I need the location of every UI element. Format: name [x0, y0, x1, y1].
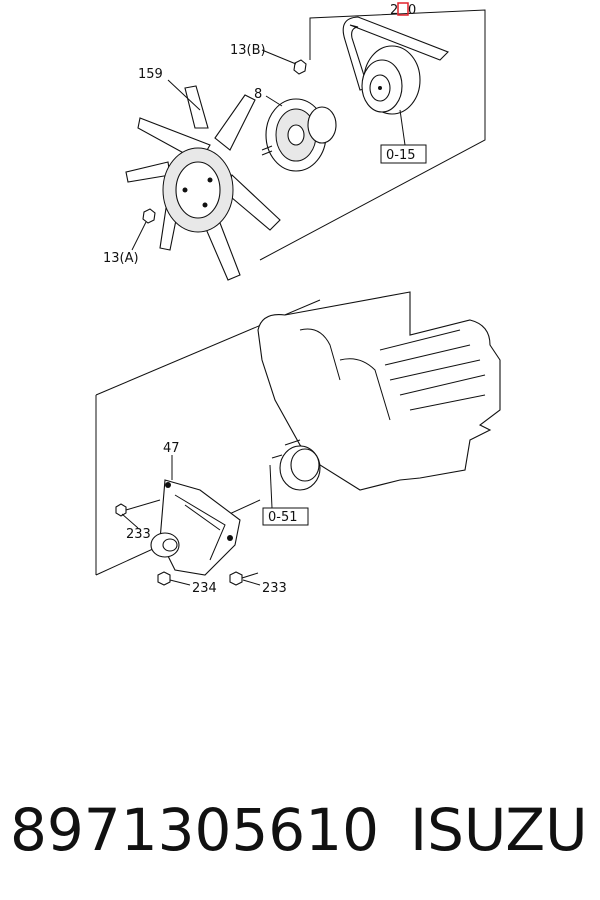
ref-box-o15 [380, 144, 427, 164]
label-13b: 13(B) [230, 43, 266, 58]
leader-233a [121, 513, 139, 529]
leader-o51 [269, 464, 273, 509]
fan-clutch [261, 98, 337, 172]
bolt-233-right [229, 571, 259, 586]
label-8: 8 [254, 87, 262, 102]
label-234: 234 [192, 581, 217, 596]
footer: 8971305610 ISUZU [0, 780, 600, 880]
ref-box-o51 [262, 507, 309, 526]
water-pump [150, 479, 241, 576]
parts-exploded-diagram: 2 0 13(B) 159 8 13(A) 47 233 234 233 0-1… [95, 2, 501, 596]
ref-label-o15: 0-15 [386, 148, 416, 163]
engine-block [257, 291, 501, 491]
ref-label-o51: 0-51 [268, 510, 298, 525]
leader-159 [167, 79, 201, 111]
label-250-prefix: 2 [390, 3, 398, 18]
highlight-box [397, 2, 409, 16]
nut-13b [293, 59, 307, 75]
cooling-fan [125, 85, 281, 281]
label-13a: 13(A) [103, 251, 139, 266]
bolt-233-left [115, 499, 161, 517]
leader-234 [169, 579, 191, 586]
part-number: 8971305610 [10, 796, 380, 864]
leader-8 [265, 95, 283, 107]
leader-o15 [399, 109, 406, 146]
label-233-left: 233 [126, 527, 151, 542]
nut-234 [157, 571, 171, 586]
leader-233b [242, 579, 261, 586]
brand-name: ISUZU [410, 796, 588, 864]
label-233-right: 233 [262, 581, 287, 596]
nut-13a [142, 208, 156, 224]
leader-13b [261, 49, 297, 65]
pulley [361, 45, 421, 115]
label-159: 159 [138, 67, 163, 82]
label-47: 47 [163, 441, 180, 456]
leader-13a [131, 221, 147, 251]
label-250-suffix: 0 [408, 3, 416, 18]
fan-belt [342, 16, 449, 91]
upper-frame-lines [259, 9, 486, 261]
